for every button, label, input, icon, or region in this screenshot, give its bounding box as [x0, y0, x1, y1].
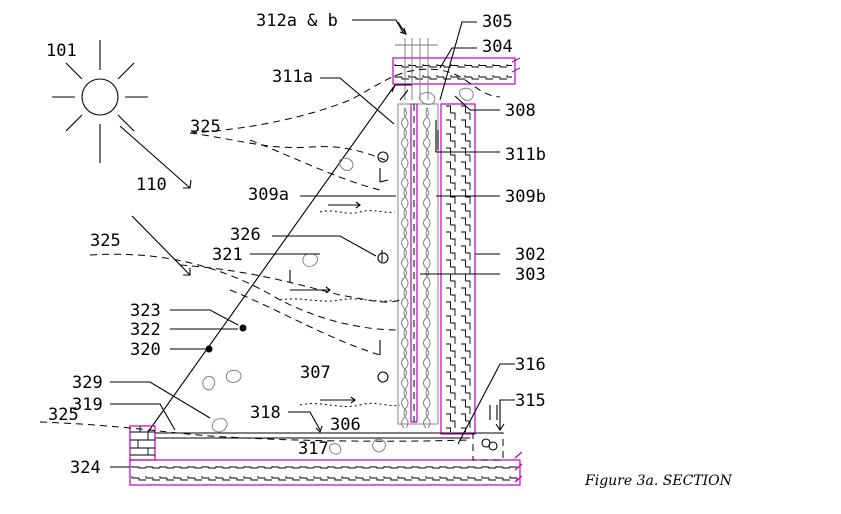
- label-329: 329: [72, 373, 103, 393]
- roof-header: [392, 57, 521, 85]
- label-317: 317: [298, 439, 329, 459]
- label-309a: 309a: [248, 185, 289, 205]
- label-323: 323: [130, 301, 161, 321]
- air-flow-lines: [39, 68, 501, 442]
- glazing: [147, 84, 412, 433]
- label-320: 320: [130, 340, 161, 360]
- sun-icon: [52, 40, 148, 163]
- label-302: 302: [515, 245, 546, 265]
- label-312: 312a & b: [256, 11, 338, 31]
- label-325-bot: 325: [48, 405, 79, 425]
- label-309b: 309b: [505, 187, 546, 207]
- label-308: 308: [505, 101, 536, 121]
- label-319: 319: [72, 395, 103, 415]
- label-306: 306: [330, 415, 361, 435]
- label-110: 110: [136, 175, 167, 195]
- label-325-mid: 325: [90, 231, 121, 251]
- label-311a: 311a: [272, 67, 313, 87]
- label-326: 326: [230, 225, 261, 245]
- label-321: 321: [212, 245, 243, 265]
- dotted-air-paths: [279, 210, 401, 407]
- label-311b: 311b: [505, 145, 546, 165]
- label-316: 316: [515, 355, 546, 375]
- label-307: 307: [300, 363, 331, 383]
- tube-arrows: [395, 38, 438, 100]
- label-303: 303: [515, 265, 546, 285]
- point-322: [239, 324, 247, 332]
- label-322: 322: [130, 320, 161, 340]
- leader-lines: [110, 19, 515, 468]
- label-325-top: 325: [190, 117, 221, 137]
- point-320: [205, 345, 213, 353]
- label-318: 318: [250, 403, 281, 423]
- plant-leaves: [202, 87, 474, 455]
- label-315: 315: [515, 391, 546, 411]
- sun-ray-arrow: [119, 125, 192, 276]
- wall: [440, 103, 476, 435]
- label-305: 305: [482, 12, 513, 32]
- label-304: 304: [482, 37, 513, 57]
- air-inlets: [377, 151, 389, 383]
- base-channel: [129, 425, 504, 461]
- floor-slab: [129, 451, 523, 486]
- figure-caption: Figure 3a. SECTION: [584, 473, 733, 489]
- label-101: 101: [46, 41, 77, 61]
- label-324: 324: [70, 458, 101, 478]
- central-membrane: [397, 103, 439, 429]
- flow-arrows: [289, 89, 498, 420]
